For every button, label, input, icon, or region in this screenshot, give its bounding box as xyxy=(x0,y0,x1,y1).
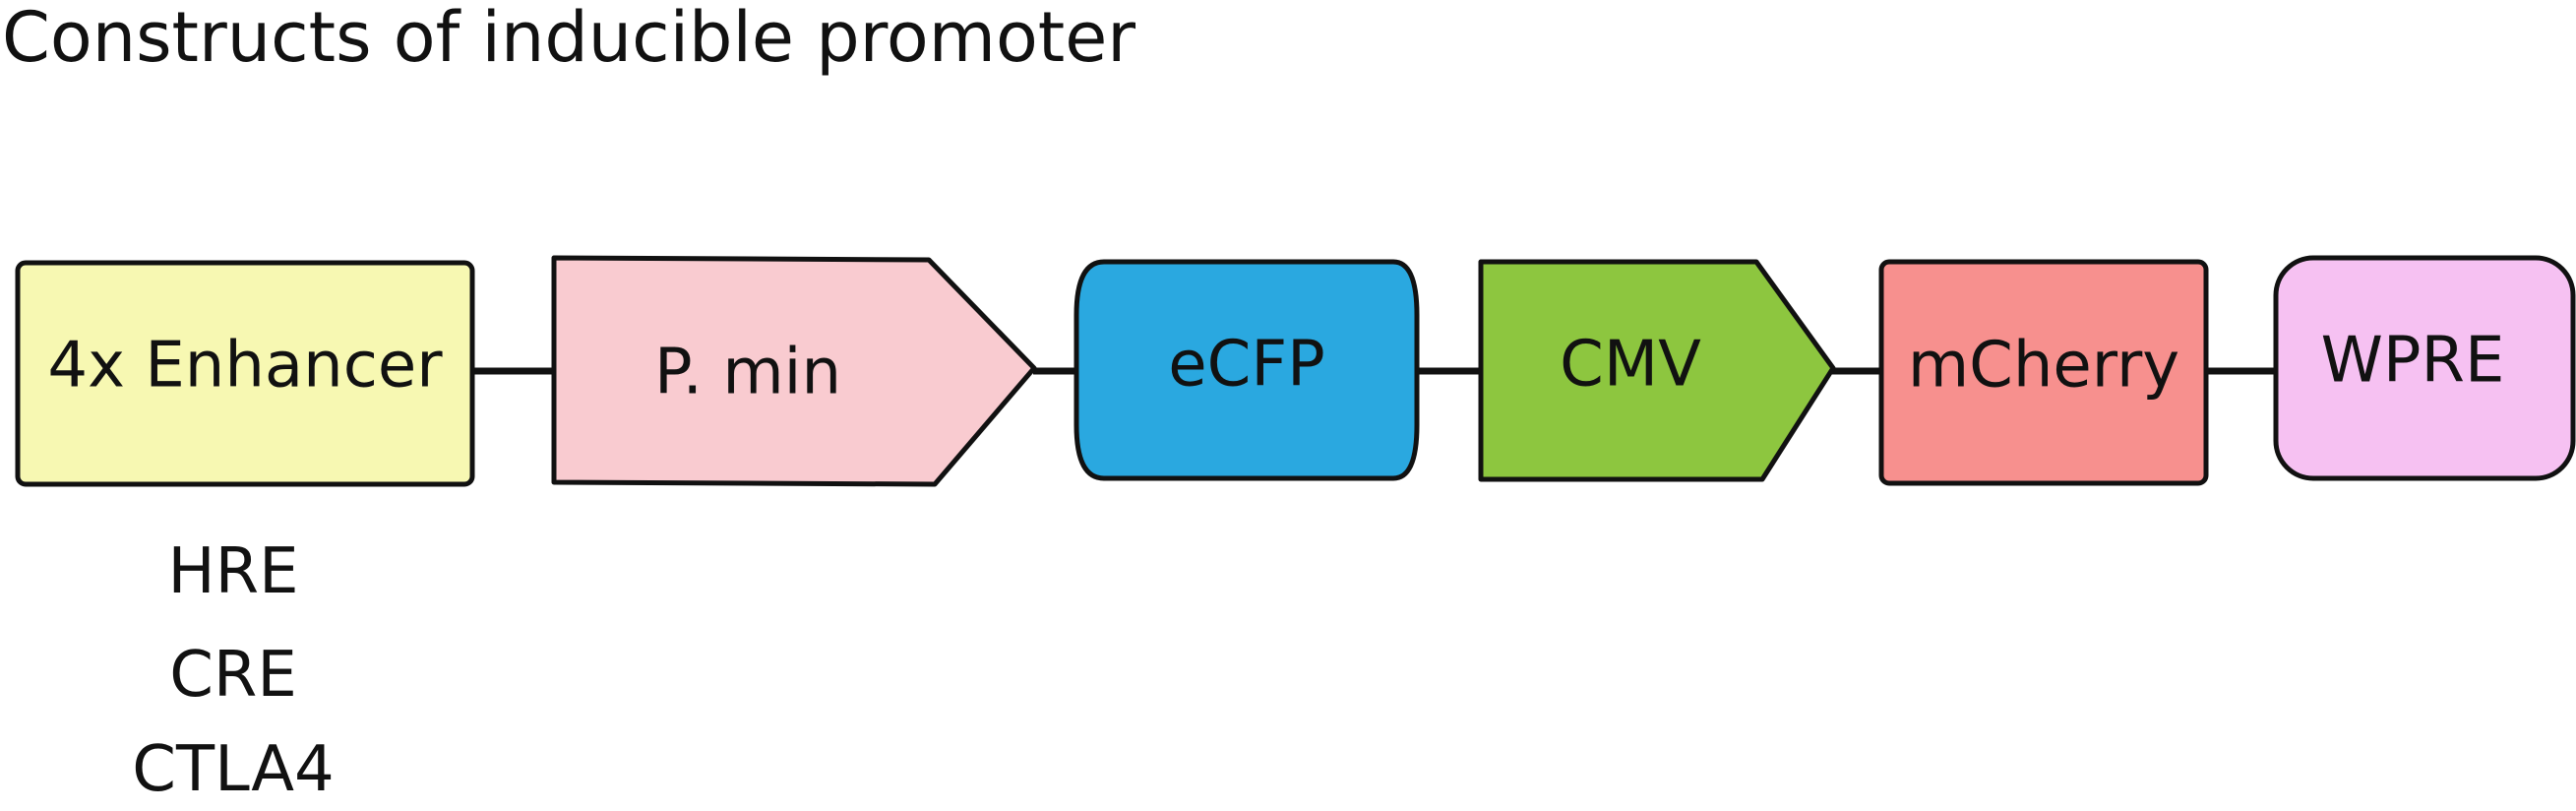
wpre-box xyxy=(2273,255,2576,481)
wpre-label: WPRE xyxy=(2321,325,2505,398)
element-mcherry: mCherry xyxy=(1878,259,2209,486)
cmv-label: CMV xyxy=(1560,329,1701,402)
ecfp-label: eCFP xyxy=(1168,329,1324,402)
ecfp-box xyxy=(1073,259,1420,481)
pmin-arrow xyxy=(551,255,1037,487)
element-wpre: WPRE xyxy=(2273,255,2576,481)
cmv-arrow xyxy=(1478,259,1836,482)
enhancer-variant-list: HRE CRE CTLA4 xyxy=(132,535,334,806)
element-ecfp: eCFP xyxy=(1073,259,1420,481)
element-cmv: CMV xyxy=(1478,259,1836,482)
mcherry-label: mCherry xyxy=(1908,330,2179,403)
pmin-label: P. min xyxy=(654,337,841,409)
enhancer-box xyxy=(15,260,475,487)
enhancer-variant-ctla4: CTLA4 xyxy=(132,733,334,806)
element-enhancer: 4x Enhancer xyxy=(15,260,475,487)
enhancer-variant-cre: CRE xyxy=(169,639,297,712)
mcherry-box xyxy=(1878,259,2209,486)
enhancer-label: 4x Enhancer xyxy=(47,330,443,403)
enhancer-variant-hre: HRE xyxy=(167,535,298,608)
element-pmin: P. min xyxy=(551,255,1037,487)
diagram-title: Constructs of inducible promoter xyxy=(2,0,1135,78)
